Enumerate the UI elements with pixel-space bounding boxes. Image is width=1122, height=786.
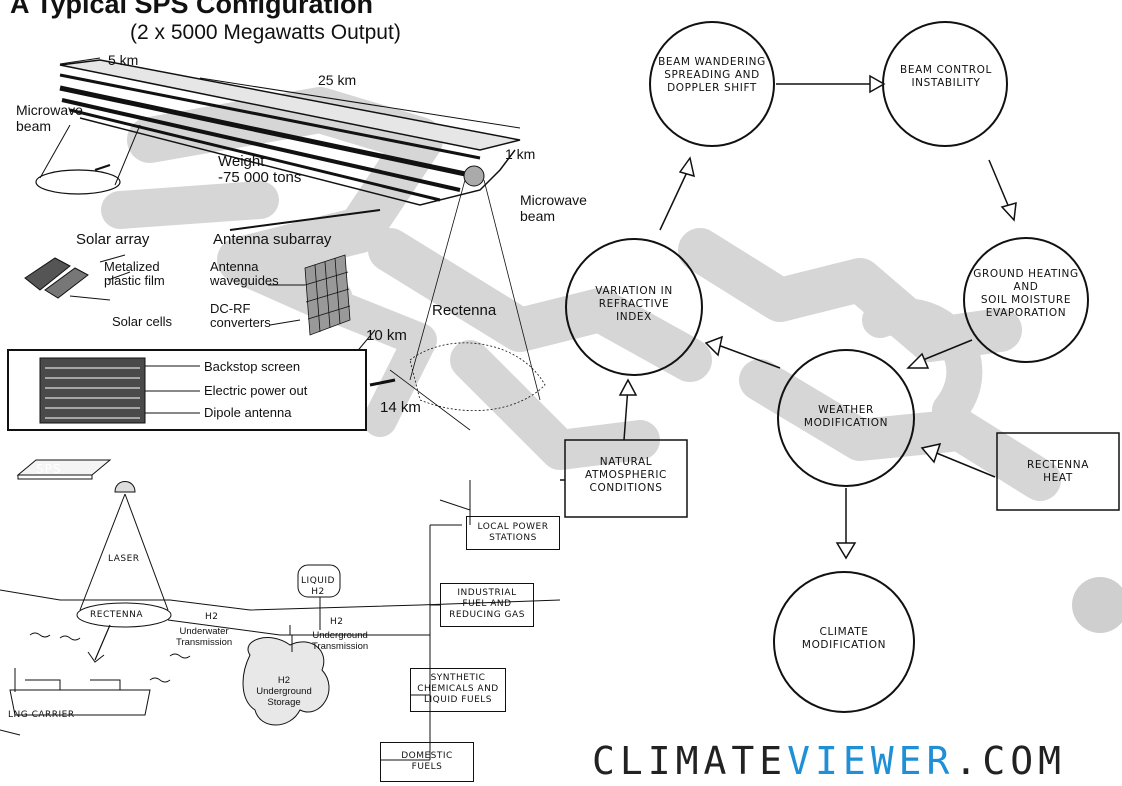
h2-laser-label: LASER [108, 554, 140, 564]
antenna-subarray-label: Antenna subarray [213, 231, 332, 248]
h2-label-2: H2 [330, 617, 344, 627]
weight-label: Weight-75 000 tons [218, 153, 302, 186]
sps-title: A Typical SPS Configuration [10, 0, 374, 19]
sps-array-drawing [7, 57, 546, 431]
dim-10km: 10 km [366, 327, 407, 344]
h2-sps-label: SPS [36, 462, 62, 476]
circle-weather [777, 349, 915, 487]
circle-climate [773, 571, 915, 713]
watermark-highlight: VIEWER [787, 739, 955, 783]
dim-14km: 14 km [380, 399, 421, 416]
box-natural-atmospheric [564, 439, 688, 518]
dim-25km: 25 km [318, 72, 357, 88]
dim-5km: 5 km [108, 52, 139, 68]
hydrogen-system-drawing [0, 459, 560, 761]
circle-ground-heating [963, 237, 1089, 363]
circle-variation [565, 238, 703, 376]
inset-power-label: Electric power out [204, 383, 308, 398]
sps-subtitle: (2 x 5000 Megawatts Output) [130, 21, 401, 44]
solar-array-label: Solar array [76, 231, 150, 248]
inset-backstop-label: Backstop screen [204, 359, 301, 374]
h2-lng-label: LNG CARRIER [8, 710, 75, 720]
h2-rectenna-label: RECTENNA [90, 610, 144, 620]
watermark-suffix: .COM [954, 739, 1066, 783]
circle-beam-wandering [649, 21, 775, 147]
h2-label-1: H2 [205, 612, 219, 622]
solar-cells-label: Solar cells [112, 314, 172, 329]
dim-1km: 1 km [505, 146, 536, 162]
inset-dipole-label: Dipole antenna [204, 405, 292, 420]
box-rectenna-heat [996, 432, 1120, 511]
watermark-prefix: CLIMATE [592, 739, 788, 783]
climateviewer-watermark: CLIMATEVIEWER.COM [592, 740, 1066, 782]
rectenna-label: Rectenna [432, 302, 497, 319]
